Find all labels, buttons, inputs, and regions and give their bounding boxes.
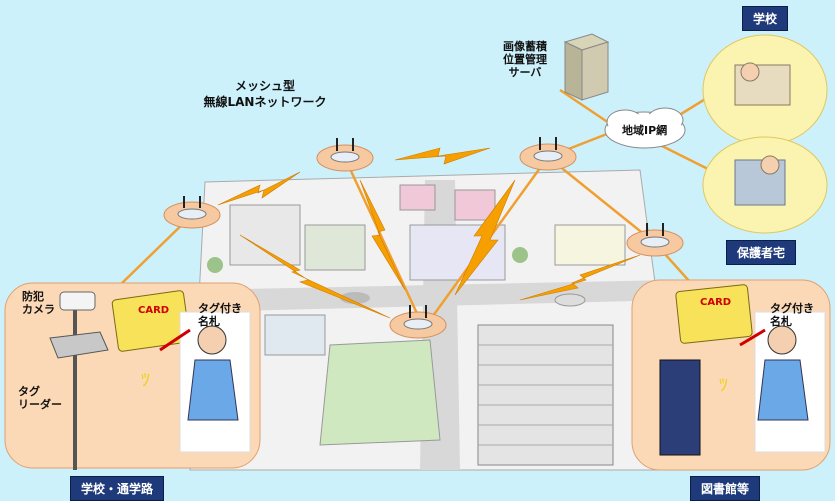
access-point [316,138,374,172]
network-label: メッシュ型 無線LANネットワーク [203,79,327,109]
camera-icon [59,291,96,311]
wireless-link-icon [217,171,301,206]
tag-card [111,290,191,352]
kiosk-icon [659,359,701,456]
apartment-building [477,324,614,466]
reader-label: タグ リーダー [18,385,62,411]
building [554,224,626,266]
parent-illustration [734,159,786,206]
reader-icon [49,331,109,359]
wireless-link-icon [519,254,641,301]
right-caption: 図書館等 [690,476,761,501]
tag-label-right: タグ付き 名札 [770,302,814,328]
wireless-link-icon [359,179,406,291]
access-point [626,223,684,257]
access-point [519,137,577,171]
ip-network-cloud [604,107,686,149]
card-text-left: CARD [138,305,170,316]
teacher-illustration [734,64,791,106]
server-icon [563,33,610,101]
building [264,314,326,356]
park [319,339,441,446]
tree [512,247,528,263]
building [454,189,496,221]
card-text-right: CARD [700,297,732,308]
camera-label: 防犯 カメラ [22,290,55,316]
access-point [389,305,447,339]
wireless-link-icon [454,179,516,296]
school-box: 学校 [742,6,789,31]
building [229,204,301,266]
car [554,293,586,307]
wave-icon: ｯ [718,371,729,396]
server-label: 画像蓄積 位置管理 サーバ [503,40,547,79]
wireless-link-icon [239,234,391,319]
building [304,224,366,271]
building [399,184,436,211]
home-box: 保護者宅 [726,240,797,265]
ip-network-label: 地域IP網 [622,124,668,137]
left-caption: 学校・通学路 [70,476,165,501]
tree [207,257,223,273]
tag-card [675,284,753,344]
access-point [163,196,221,229]
wave-icon: ｯ [140,366,151,391]
tag-label-left: タグ付き 名札 [198,302,242,328]
wireless-link-icon [394,147,491,165]
